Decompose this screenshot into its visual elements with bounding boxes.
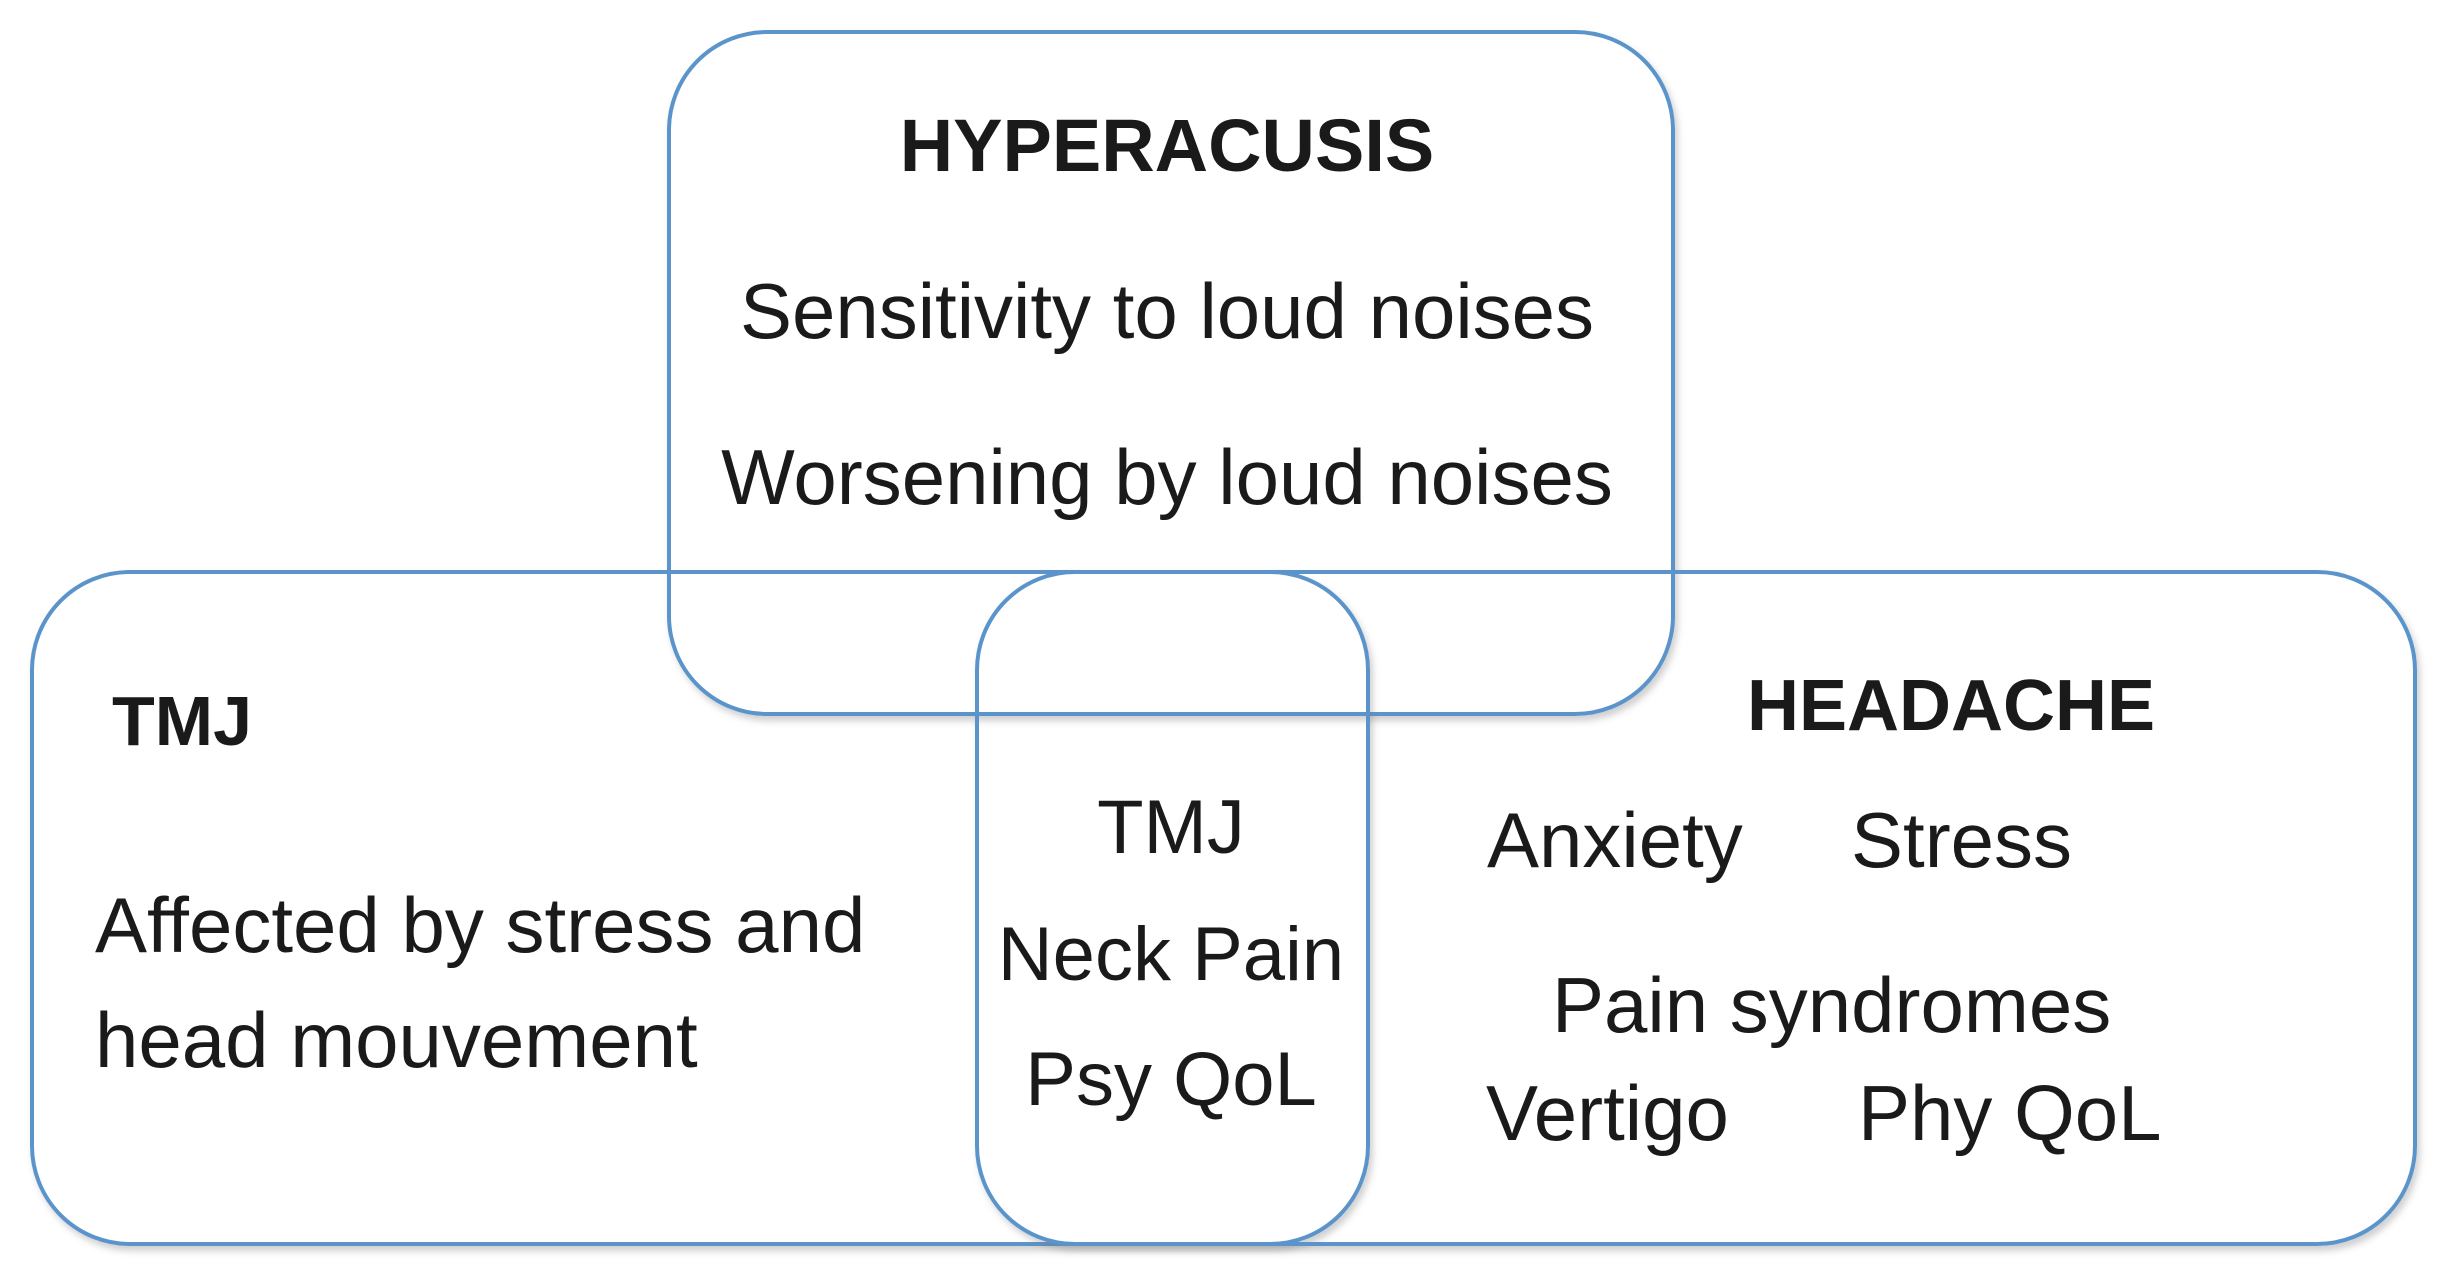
tmj-description-line-2: head mouvement — [95, 996, 698, 1084]
headache-item-phy-qol: Phy QoL — [1858, 1069, 2162, 1157]
overlap-item-psy-qol: Psy QoL — [1025, 1037, 1317, 1122]
tmj-box — [30, 570, 1370, 1246]
headache-box — [975, 570, 2417, 1246]
headache-item-vertigo: Vertigo — [1486, 1069, 1729, 1157]
overlap-item-tmj: TMJ — [1097, 785, 1245, 870]
overlap-item-neck-pain: Neck Pain — [997, 912, 1345, 997]
headache-item-anxiety: Anxiety — [1487, 796, 1743, 884]
hyperacusis-line-1: Sensitivity to loud noises — [739, 267, 1595, 355]
headache-item-pain-syndromes: Pain syndromes — [1552, 961, 2112, 1049]
hyperacusis-title: HYPERACUSIS — [899, 104, 1435, 187]
hyperacusis-line-2: Worsening by loud noises — [721, 433, 1613, 521]
hyperacusis-box — [667, 30, 1675, 716]
headache-title: HEADACHE — [1746, 666, 2156, 746]
tmj-title: TMJ — [112, 682, 252, 760]
tmj-description-line-1: Affected by stress and — [95, 881, 866, 969]
headache-item-stress: Stress — [1851, 796, 2073, 884]
